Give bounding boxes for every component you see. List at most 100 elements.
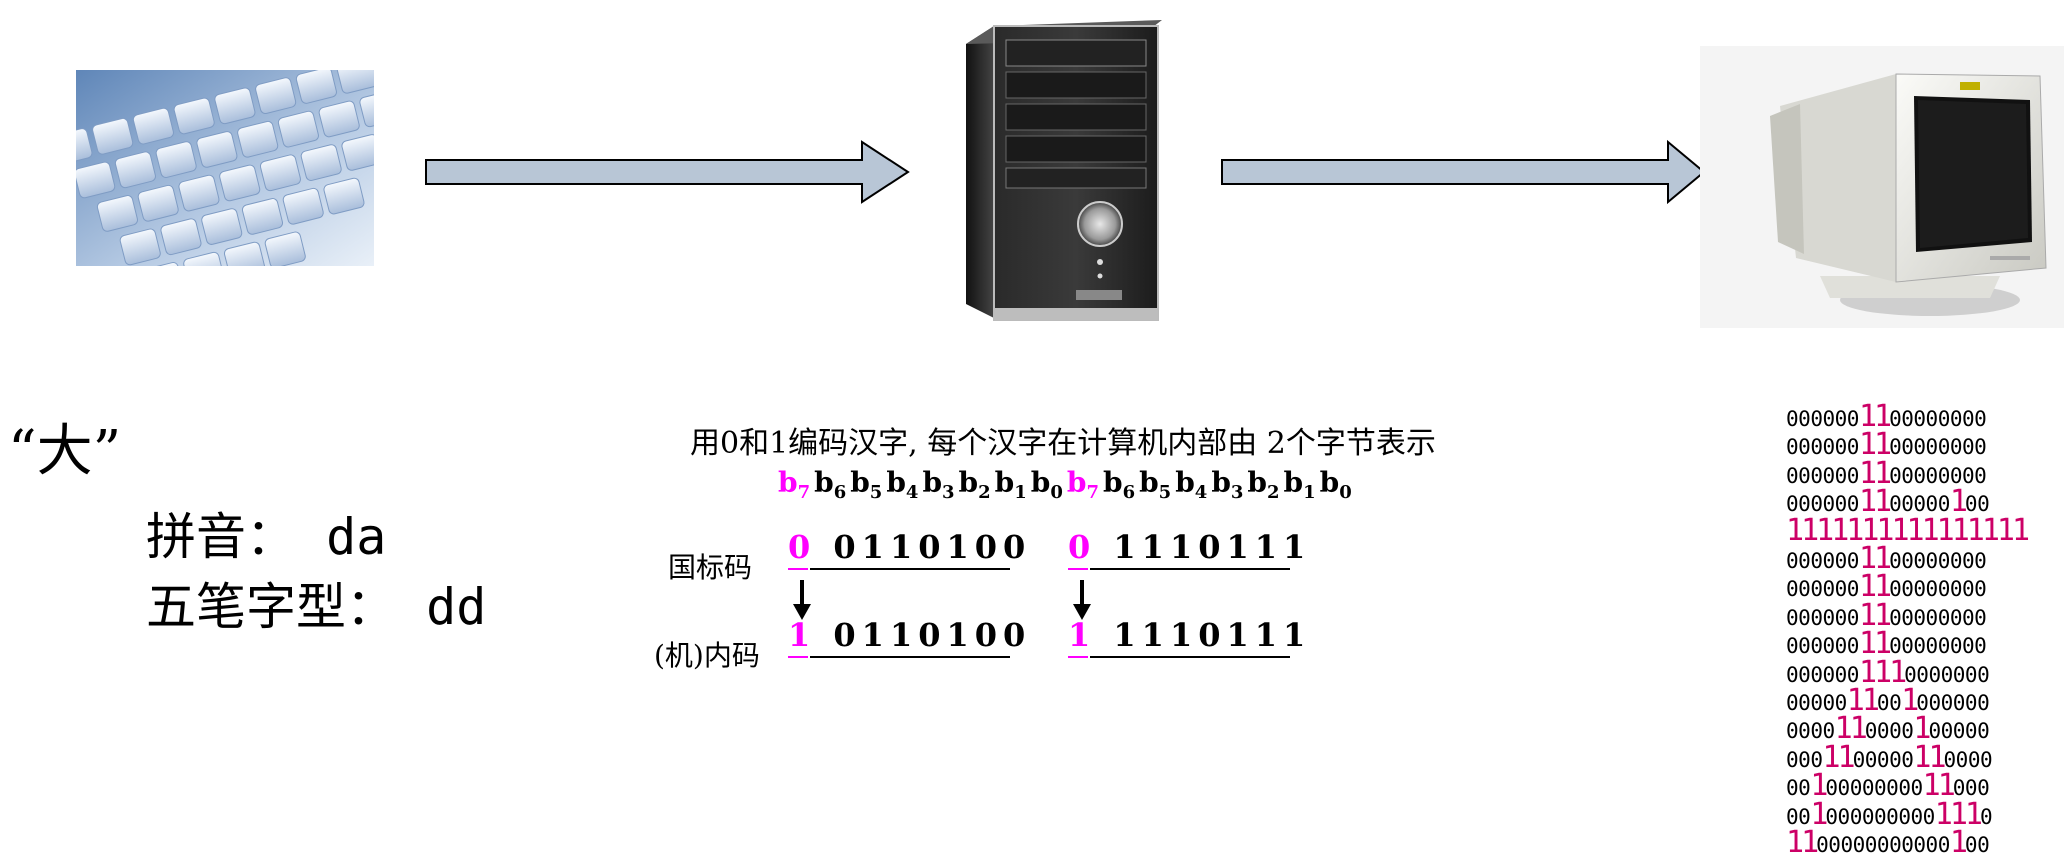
bit-label-index: 6 bbox=[1122, 482, 1136, 503]
bit-label-letter: b bbox=[1102, 466, 1123, 499]
bit-label-letter: b bbox=[1319, 466, 1340, 499]
bitmap-row: 0000001100000000 bbox=[1786, 427, 1987, 463]
underline-lead-2 bbox=[1068, 568, 1088, 570]
bit-label-letter: b bbox=[1175, 466, 1195, 499]
bit-label: b5 bbox=[850, 466, 882, 503]
neima-label: (机)内码 bbox=[654, 639, 760, 672]
bit-label-letter: b bbox=[1211, 466, 1231, 499]
down-arrow-icon bbox=[793, 580, 811, 620]
bitmap-row: 0000001100000000 bbox=[1786, 455, 1987, 491]
crt-monitor-image bbox=[1700, 46, 2064, 328]
bit-label-index: 5 bbox=[869, 482, 883, 503]
bitmap-row: 0000001100000000 bbox=[1786, 541, 1987, 577]
underline-byte-4 bbox=[1090, 656, 1290, 658]
underline-lead-4 bbox=[1068, 656, 1088, 658]
bit-label-letter: b bbox=[1066, 466, 1087, 499]
flow-arrow-right-icon bbox=[1221, 139, 1706, 205]
bitmap-row: 0010000000011000 bbox=[1786, 768, 1990, 804]
bit-label: b3 bbox=[1211, 466, 1243, 503]
bit-label-index: 1 bbox=[1014, 482, 1027, 503]
bitmap-row: 0001100000110000 bbox=[1786, 739, 1993, 775]
neima-byte-2-bits: 1110111 bbox=[1113, 616, 1312, 654]
bitmap-row: 0000001100000000 bbox=[1786, 626, 1987, 662]
guobiao-byte-2-lead-bit: 0 bbox=[1068, 528, 1097, 566]
bit-label: b7 bbox=[778, 466, 810, 503]
bit-label-index: 1 bbox=[1303, 482, 1316, 503]
underline-lead-3 bbox=[788, 656, 808, 658]
bit-label-index: 2 bbox=[1267, 482, 1280, 503]
bit-label-letter: b bbox=[958, 466, 979, 499]
neima-byte-1-bits: 0110100 bbox=[833, 616, 1032, 654]
guobiao-byte-1-bits: 0110100 bbox=[833, 528, 1032, 566]
bitmap-row: 0000001100000000 bbox=[1786, 569, 1987, 605]
neima-byte-1: 1 0110100 bbox=[788, 616, 1031, 654]
bit-label: b1 bbox=[995, 466, 1027, 503]
bit-label-index: 3 bbox=[1230, 482, 1244, 503]
bit-label-index: 5 bbox=[1158, 482, 1172, 503]
bit-label-letter: b bbox=[886, 466, 906, 499]
bitmap-row: 0000001100000100 bbox=[1786, 484, 1990, 520]
bitmap-row: 0000001100000000 bbox=[1786, 399, 1987, 434]
bit-label-letter: b bbox=[994, 466, 1015, 499]
arrow-shape bbox=[1221, 139, 1706, 205]
bit-label-index: 3 bbox=[942, 482, 955, 503]
bit-label: b6 bbox=[814, 466, 846, 503]
bitmap-row: 0000001110000000 bbox=[1786, 654, 1990, 690]
bit-label-letter: b bbox=[814, 466, 834, 499]
bit-label: b7 bbox=[1067, 466, 1099, 503]
bit-label-letter: b bbox=[1247, 466, 1267, 499]
neima-byte-1-lead-bit: 1 bbox=[788, 616, 817, 654]
bit-label-letter: b bbox=[1283, 466, 1304, 499]
bit-label: b6 bbox=[1103, 466, 1135, 503]
bitmap-row: 0000001100000000 bbox=[1786, 597, 1987, 633]
bit-label: b4 bbox=[1175, 466, 1207, 503]
bit-label: b1 bbox=[1284, 466, 1316, 503]
underline-byte-3 bbox=[810, 656, 1010, 658]
guobiao-label: 国标码 bbox=[668, 551, 753, 584]
bit-label-letter: b bbox=[778, 466, 798, 499]
bitmap-row: 0000011001000000 bbox=[1786, 683, 1990, 719]
arrow-shape bbox=[425, 140, 910, 204]
bit-label-index: 7 bbox=[797, 482, 811, 503]
keyboard-image bbox=[76, 70, 374, 266]
bitmap-row: 1111111111111111 bbox=[1786, 512, 2030, 548]
bit-label-index: 0 bbox=[1050, 482, 1063, 503]
guobiao-byte-2: 0 1110111 bbox=[1068, 528, 1311, 566]
bitmap-row: 1100000000000100 bbox=[1786, 825, 1990, 860]
bit-label: b5 bbox=[1139, 466, 1171, 503]
bit-label-index: 7 bbox=[1086, 482, 1099, 503]
flow-arrow-right-icon bbox=[425, 140, 910, 204]
bit-label: b0 bbox=[1031, 466, 1063, 503]
bit-label-letter: b bbox=[1139, 466, 1159, 499]
bit-label-index: 6 bbox=[833, 482, 847, 503]
bit-label-letter: b bbox=[922, 466, 943, 499]
bit-label: b3 bbox=[922, 466, 954, 503]
guobiao-byte-2-bits: 1110111 bbox=[1113, 528, 1312, 566]
bit-label: b4 bbox=[886, 466, 918, 503]
bit-label: b2 bbox=[959, 466, 991, 503]
bit-label: b2 bbox=[1247, 466, 1279, 503]
bitmap-row: 0000110000100000 bbox=[1786, 711, 1990, 747]
neima-byte-2-lead-bit: 1 bbox=[1068, 616, 1097, 654]
bit-label-index: 4 bbox=[1194, 482, 1208, 503]
pinyin-code: 拼音： da bbox=[146, 508, 387, 566]
bit-label-index: 0 bbox=[1339, 482, 1352, 503]
down-arrow-icon bbox=[1073, 580, 1091, 620]
underline-byte-1 bbox=[810, 568, 1010, 570]
bit-label-letter: b bbox=[850, 466, 870, 499]
bit-label-index: 2 bbox=[978, 482, 991, 503]
bit-label-index: 4 bbox=[905, 482, 919, 503]
encoding-title: 用0和1编码汉字, 每个汉字在计算机内部由 2个字节表示 bbox=[690, 426, 1436, 461]
neima-byte-2: 1 1110111 bbox=[1068, 616, 1311, 654]
bitmap-row: 0010000000001110 bbox=[1786, 796, 1993, 832]
computer-tower-image bbox=[966, 18, 1162, 328]
bit-label: b0 bbox=[1320, 466, 1352, 503]
underline-byte-2 bbox=[1090, 568, 1290, 570]
hanzi-character: “大” bbox=[8, 419, 122, 484]
bit-label-letter: b bbox=[1030, 466, 1051, 499]
underline-lead-1 bbox=[788, 568, 808, 570]
guobiao-byte-1: 0 0110100 bbox=[788, 528, 1031, 566]
wubi-code: 五笔字型： dd bbox=[146, 578, 487, 636]
